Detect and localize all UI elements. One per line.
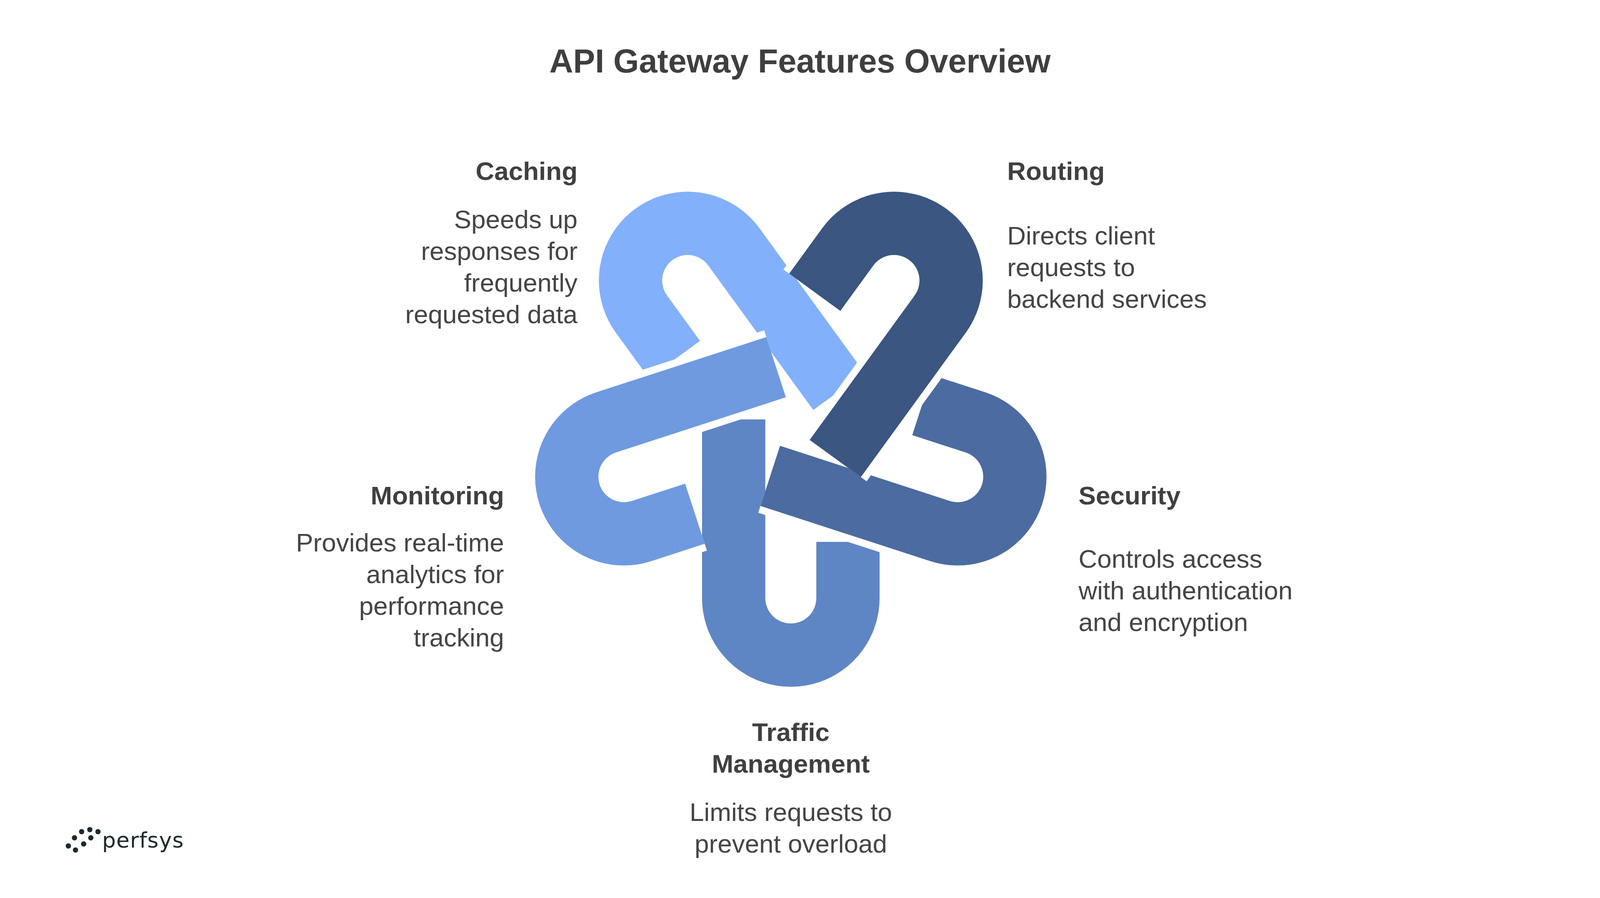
feature-description: Directs client requests to backend servi…	[1007, 220, 1227, 315]
link-gap	[566, 367, 776, 535]
logo-dot	[72, 847, 79, 853]
logo-dot	[87, 827, 93, 833]
logo-text: perfsys	[102, 827, 185, 854]
feature-description: Speeds up responses for frequently reque…	[388, 203, 578, 331]
feature-callout: CachingSpeeds up responses for frequentl…	[388, 155, 578, 331]
feature-callout: RoutingDirects client requests to backen…	[1007, 155, 1227, 315]
logo-dot	[79, 829, 85, 835]
feature-heading: Routing	[1007, 155, 1227, 188]
feature-description: Provides real-time analytics for perform…	[284, 527, 505, 654]
feature-description: Controls access with authentication and …	[1078, 543, 1309, 639]
feature-callout: MonitoringProvides real-time analytics f…	[284, 480, 505, 654]
logo-dot	[95, 829, 101, 835]
feature-heading: Caching	[388, 155, 578, 188]
feature-description: Limits requests to prevent overload	[681, 796, 901, 860]
logo-dot	[65, 843, 72, 850]
logo-dot	[71, 835, 78, 841]
logo-icon	[65, 827, 101, 853]
feature-heading: Traffic Management	[681, 716, 901, 780]
link-gap	[814, 223, 951, 459]
feature-callout: SecurityControls access with authenticat…	[1078, 480, 1309, 639]
interlocking-links	[566, 223, 1015, 656]
feature-heading: Monitoring	[284, 480, 505, 512]
link-shape	[566, 367, 776, 535]
diagram-title: API Gateway Features Overview	[0, 41, 1600, 82]
logo-dot	[80, 841, 87, 848]
link-shape	[814, 223, 951, 459]
logo-dot	[88, 835, 94, 841]
link-band	[566, 367, 776, 535]
link-band	[814, 223, 951, 459]
feature-heading: Security	[1078, 480, 1309, 512]
feature-callout: Traffic ManagementLimits requests to pre…	[681, 716, 901, 860]
